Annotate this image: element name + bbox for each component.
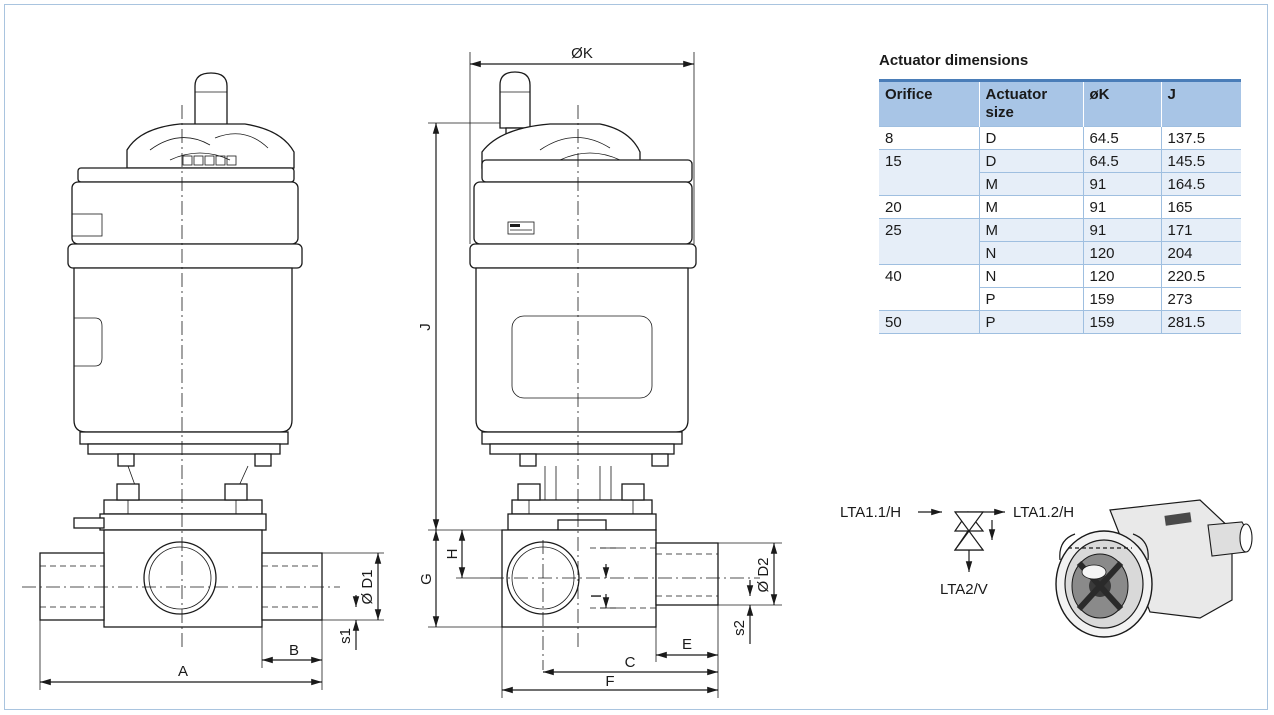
- cell-k: 120: [1082, 264, 1161, 288]
- dim-J: J: [417, 323, 434, 331]
- port-bottom-label: LTA2/V: [940, 581, 988, 598]
- table-row: M 91 164.5: [879, 172, 1241, 196]
- cell-size: M: [978, 195, 1083, 219]
- cell-k: 64.5: [1082, 149, 1161, 173]
- cell-size: D: [978, 149, 1083, 173]
- dim-s2: s2: [731, 620, 748, 636]
- dim-C: C: [625, 654, 636, 671]
- table-header-row: Orifice Actuator size øK J: [879, 80, 1241, 127]
- valve-symbol: LTA1.1/H LTA1.2/H LTA2/V: [840, 504, 1074, 598]
- dim-D1: Ø D1: [359, 569, 376, 604]
- dim-H: H: [444, 549, 461, 560]
- cell-size: N: [978, 241, 1083, 265]
- table-row: 20 M 91 165: [879, 195, 1241, 219]
- cell-j: 171: [1160, 218, 1241, 242]
- cell-k: 120: [1082, 241, 1161, 265]
- cell-j: 137.5: [1160, 126, 1241, 150]
- actuator-dimensions-table: Orifice Actuator size øK J 8 D 64.5 137.…: [879, 79, 1241, 334]
- table-row: 8 D 64.5 137.5: [879, 126, 1241, 150]
- cell-j: 204: [1160, 241, 1241, 265]
- dim-D2: Ø D2: [755, 557, 772, 592]
- table-row: 50 P 159 281.5: [879, 310, 1241, 334]
- dim-I: I: [588, 594, 605, 598]
- cell-orifice: 8: [879, 126, 979, 150]
- dim-F: F: [605, 673, 614, 690]
- dim-A: A: [178, 663, 188, 680]
- dim-s1: s1: [337, 628, 354, 644]
- cell-j: 165: [1160, 195, 1241, 219]
- cell-size: P: [978, 310, 1083, 334]
- drawing-frame: [4, 4, 1268, 710]
- dimensions-left: A B Ø D1 s1: [39, 552, 384, 690]
- valve-side-view: [469, 71, 760, 670]
- dim-B: B: [289, 642, 299, 659]
- cell-size: M: [978, 218, 1083, 242]
- cell-orifice: 25: [879, 218, 979, 242]
- table-row: N 120 204: [879, 241, 1241, 265]
- valve-front-view: [22, 72, 340, 650]
- table-row: 25 M 91 171: [879, 218, 1241, 242]
- cell-size: D: [978, 126, 1083, 150]
- cell-k: 91: [1082, 218, 1161, 242]
- port-out-label: LTA1.2/H: [1013, 504, 1074, 521]
- dim-E: E: [682, 636, 692, 653]
- header-j: J: [1160, 80, 1241, 127]
- bolts-centre: [517, 483, 645, 514]
- cell-j: 164.5: [1160, 172, 1241, 196]
- cell-orifice: 20: [879, 195, 979, 219]
- cell-j: 281.5: [1160, 310, 1241, 334]
- port-in-label: LTA1.1/H: [840, 504, 901, 521]
- cell-k: 64.5: [1082, 126, 1161, 150]
- cell-orifice: [879, 288, 979, 311]
- cell-j: 145.5: [1160, 149, 1241, 173]
- header-orifice: Orifice: [879, 80, 979, 127]
- header-k: øK: [1082, 80, 1161, 127]
- cell-orifice: 15: [879, 149, 979, 173]
- valve-product-image: [1055, 499, 1253, 638]
- cell-j: 273: [1160, 287, 1241, 311]
- table-row: 15 D 64.5 145.5: [879, 149, 1241, 173]
- table-title: Actuator dimensions: [879, 52, 1029, 69]
- cell-size: P: [978, 287, 1083, 311]
- dim-G: G: [418, 573, 435, 585]
- nameplate: [507, 221, 535, 235]
- cell-orifice: [879, 172, 979, 196]
- cell-orifice: [879, 241, 979, 265]
- cell-k: 91: [1082, 172, 1161, 196]
- dimensions-centre: ØK J G H I Ø D2 s2 E C F: [417, 45, 782, 698]
- bolts-left: [116, 483, 248, 514]
- dim-K: ØK: [571, 45, 593, 62]
- cell-size: M: [978, 172, 1083, 196]
- cell-size: N: [978, 264, 1083, 288]
- cell-k: 159: [1082, 310, 1161, 334]
- header-actuator-size: Actuator size: [978, 80, 1083, 127]
- table-row: 40 N 120 220.5: [879, 264, 1241, 288]
- table-row: P 159 273: [879, 287, 1241, 311]
- cell-j: 220.5: [1160, 264, 1241, 288]
- cell-orifice: 40: [879, 264, 979, 288]
- indicator-windows: [182, 155, 237, 166]
- cell-orifice: 50: [879, 310, 979, 334]
- cell-k: 91: [1082, 195, 1161, 219]
- cell-k: 159: [1082, 287, 1161, 311]
